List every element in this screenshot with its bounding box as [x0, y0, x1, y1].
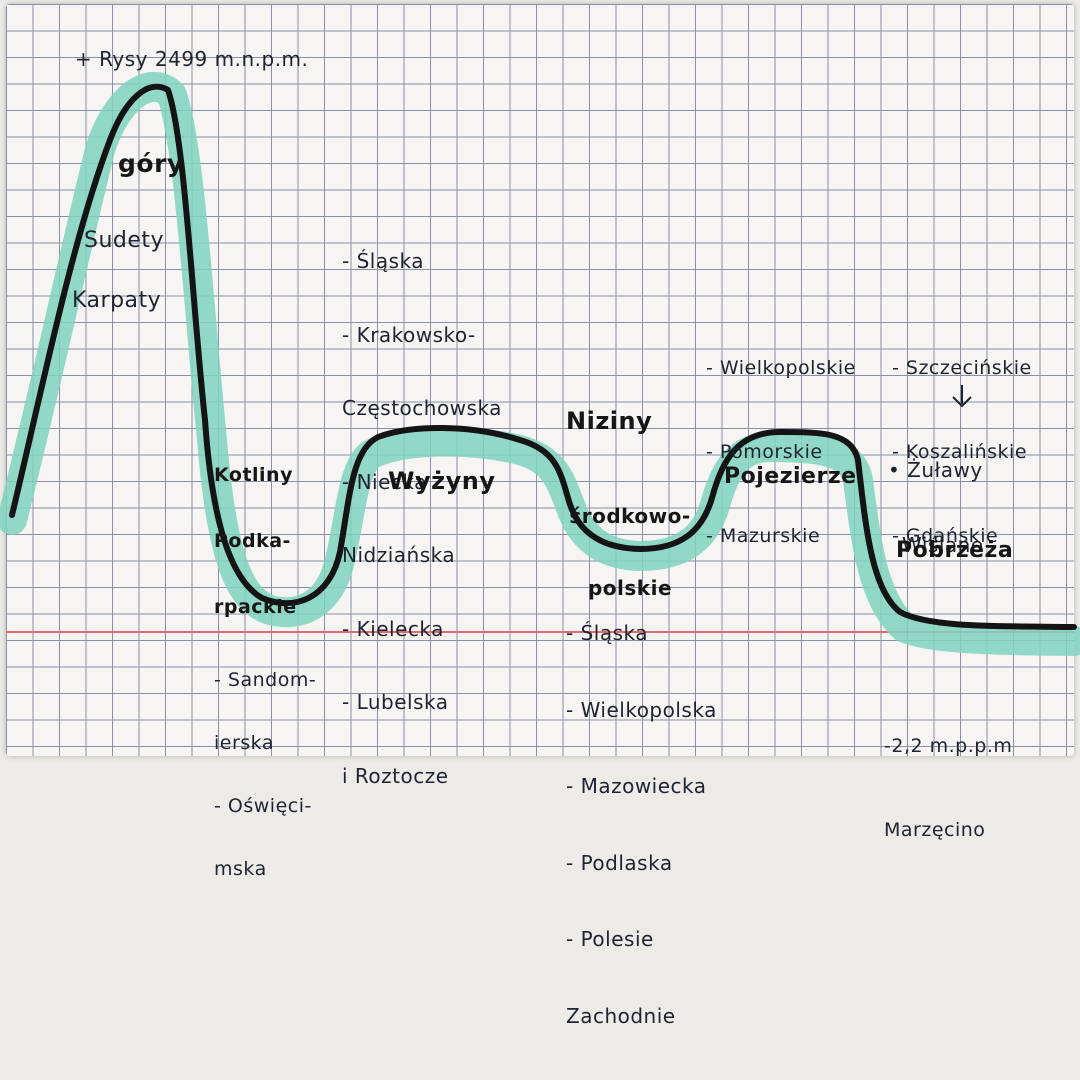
- list-item: - Kielecka: [342, 616, 444, 641]
- peak-label: + Rysy 2499 m.n.p.m.: [75, 47, 309, 71]
- list-item: - Niecka: [342, 469, 427, 494]
- range-sudety: Sudety: [84, 228, 165, 253]
- basins-title: Kotliny Podka- rpackie: [214, 420, 297, 662]
- sea-level-line: [6, 631, 1074, 633]
- list-item: - Wielkopolskie: [706, 357, 856, 379]
- list-item: - Mazowiecka: [566, 774, 707, 798]
- list-item: - Wielkopolska: [566, 697, 717, 722]
- list-item: ierska: [214, 732, 274, 754]
- notebook-page: + Rysy 2499 m.n.p.m. góry Sudety Karpaty…: [0, 4, 1080, 1028]
- coast-title: Pobrzeża: [896, 538, 1014, 563]
- list-item: Zachodnie: [566, 1003, 676, 1028]
- basins-title-line: Kotliny: [214, 464, 293, 486]
- list-item: - Podlaska: [566, 850, 673, 875]
- lakelands-list-a: - Wielkopolskie - Pomorskie - Mazurskie: [706, 298, 856, 606]
- mountains-title: góry: [118, 149, 184, 178]
- list-item: - Polesie: [566, 927, 654, 951]
- list-item: mska: [214, 858, 267, 880]
- list-item: - Gdańskie: [892, 525, 999, 547]
- list-item: i Roztocze: [342, 763, 449, 788]
- basins-list: - Sandom- ierska - Oświęci- mska: [214, 628, 316, 922]
- list-item: - Koszalińskie: [892, 441, 1028, 463]
- lakelands-list-b: - Szczecińskie - Koszalińskie - Gdańskie: [892, 298, 1032, 606]
- list-item: Nidziańska: [342, 543, 456, 567]
- list-item: - Lubelska: [342, 690, 449, 714]
- list-item: - Oświęci-: [214, 795, 312, 817]
- relief-profile-diagram: [0, 71, 1080, 656]
- relief-line: [9, 83, 1077, 630]
- lakelands-title: Pojezierze: [724, 464, 857, 489]
- arrow-down-icon: [952, 385, 972, 408]
- list-item: - Pomorskie: [706, 441, 823, 463]
- basins-title-line: rpackie: [214, 596, 297, 618]
- highlands-title: Wyżyny: [388, 467, 496, 495]
- list-item: - Krakowsko-: [342, 322, 476, 347]
- list-item: - Śląska: [342, 249, 424, 273]
- low-point-depth: -2,2 m.p.p.m: [884, 735, 1013, 757]
- lowlands-subtitle-line: polskie: [587, 576, 673, 600]
- list-item: Wiślane: [902, 533, 984, 557]
- low-point-place: Marzęcino: [884, 819, 986, 841]
- list-item: - Mazurskie: [706, 525, 821, 547]
- list-item: - Śląska: [566, 621, 648, 645]
- list-item: Częstochowska: [342, 396, 502, 420]
- basins-title-line: Podka-: [214, 530, 291, 552]
- list-item: - Szczecińskie: [892, 357, 1032, 379]
- lowlands-subtitle-line: środkowo-: [569, 504, 691, 528]
- lowlands-title: Niziny: [566, 407, 653, 435]
- highlands-list: - Śląska - Krakowsko- Częstochowska - Ni…: [342, 200, 502, 837]
- list-item: - Sandom-: [214, 669, 317, 691]
- list-item: • Żuławy: [888, 458, 983, 482]
- lowlands-list: - Śląska - Wielkopolska - Mazowiecka - P…: [566, 570, 717, 1080]
- coast-low-point: -2,2 m.p.p.m Marzęcino: [884, 676, 1012, 900]
- range-karpaty: Karpaty: [72, 288, 162, 313]
- lakelands-subitem: • Żuławy Wiślane: [888, 408, 984, 608]
- lowlands-subtitle: środkowo- polskie: [550, 456, 710, 648]
